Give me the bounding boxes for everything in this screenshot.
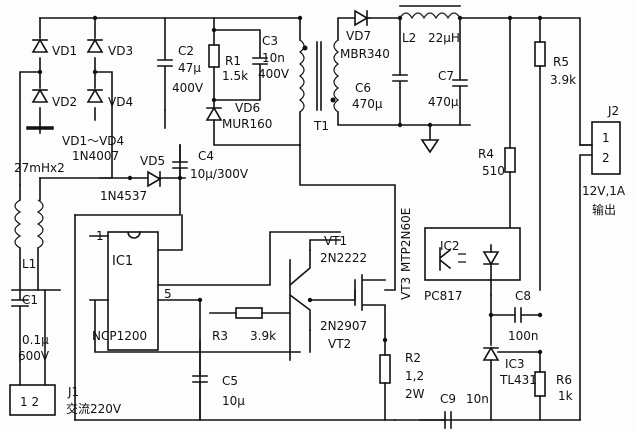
c3-voltage: 400V	[258, 67, 290, 81]
j1-label: J1	[67, 385, 79, 399]
input-filter	[9, 177, 61, 416]
r3-symbol	[235, 307, 263, 319]
c2-label: C2	[178, 44, 194, 58]
c3-value: 10n	[262, 51, 285, 65]
opto-section	[424, 17, 521, 318]
c9-label: C9	[440, 392, 456, 406]
vd4-symbol	[86, 88, 104, 103]
ic3-label: IC3	[505, 357, 525, 371]
r1-label: R1	[225, 54, 241, 68]
vd7-part: MBR340	[340, 47, 390, 61]
j2-label: J2	[607, 104, 619, 118]
vd2-symbol	[31, 88, 49, 103]
vd3-symbol	[86, 38, 104, 53]
labels: VD1 VD2 VD3 VD4 VD1～VD4 1N4007 C2 47μ 40…	[14, 29, 626, 416]
r5-symbol	[534, 41, 546, 67]
r2-label: R2	[405, 351, 421, 365]
vd1-label: VD1	[52, 44, 77, 58]
vd5-part: 1N4537	[100, 189, 147, 203]
r1-value: 1.5k	[222, 69, 248, 83]
ic1-label: IC1	[112, 254, 133, 269]
ic1-box	[107, 231, 159, 351]
j1-box	[9, 384, 56, 416]
c1-value: 0.1μ	[22, 333, 49, 347]
c1-voltage: 600V	[18, 349, 50, 363]
j2-pin1: 1	[602, 131, 610, 145]
r5-label: R5	[553, 55, 569, 69]
j2-pin2: 2	[602, 151, 610, 165]
vd6-part: MUR160	[222, 117, 272, 131]
r6-value: 1k	[558, 389, 573, 403]
j2-rating: 12V,1A	[582, 184, 626, 198]
r5-value: 3.9k	[550, 73, 576, 87]
ic1-pin1: 1	[96, 229, 104, 243]
c4-value: 10μ/300V	[190, 167, 249, 181]
ic2-part: PC817	[424, 289, 463, 303]
r4-label: R4	[478, 147, 494, 161]
ic3-part: TL431	[499, 373, 537, 387]
r2-value: 1,2	[405, 369, 424, 383]
c9-value: 10n	[466, 392, 489, 406]
output-connector-section	[534, 17, 621, 421]
r6-label: R6	[556, 373, 572, 387]
vd-part-label: 1N4007	[72, 149, 119, 163]
l1-value: 27mHx2	[14, 161, 65, 175]
r2-watt: 2W	[405, 387, 425, 401]
c1-label: C1	[22, 293, 38, 307]
driver-transistors	[74, 231, 452, 429]
vd2-label: VD2	[52, 95, 77, 109]
c8-value: 100n	[508, 329, 539, 343]
vd7-symbol	[354, 9, 369, 27]
vd5-symbol	[147, 170, 162, 188]
c6-label: C6	[355, 81, 371, 95]
vt1-part: 2N2222	[320, 251, 367, 265]
vd4-label: VD4	[108, 95, 133, 109]
vt2-label: VT2	[328, 337, 351, 351]
r1-symbol	[208, 44, 220, 68]
vd5-label: VD5	[140, 154, 165, 168]
c4-label: C4	[198, 149, 214, 163]
vt2-part: 2N2907	[320, 319, 367, 333]
t1-label: T1	[313, 119, 329, 133]
c6-value: 470μ	[352, 97, 383, 111]
j1-desc: 交流220V	[66, 401, 122, 416]
vt3-part: MTP2N60E	[399, 208, 413, 272]
j2-desc: 输出	[592, 202, 616, 217]
r4-symbol	[504, 147, 516, 173]
vd3-label: VD3	[108, 44, 133, 58]
j1-pins: 1 2	[20, 395, 39, 409]
vt1-label: VT1	[324, 234, 347, 248]
c3-label: C3	[262, 34, 278, 48]
ic1-pin5: 5	[164, 287, 172, 301]
j2-box	[591, 121, 621, 175]
c5-value: 10μ	[222, 394, 245, 408]
vd7-label: VD7	[346, 29, 371, 43]
c2-value: 47μ	[178, 61, 201, 75]
vt3-label: VT3	[399, 277, 413, 300]
l1-label: L1	[22, 257, 36, 271]
c8-label: C8	[515, 289, 531, 303]
r4-value: 510	[482, 164, 505, 178]
vd1-symbol	[31, 38, 49, 53]
bridge-rectifier	[19, 15, 301, 186]
c2-voltage: 400V	[172, 81, 204, 95]
vd6-label: VD6	[235, 101, 260, 115]
l2-label: L2	[402, 31, 416, 45]
ic2-box	[424, 227, 521, 281]
c5-label: C5	[222, 374, 238, 388]
l2-value: 22μH	[428, 31, 460, 45]
r3-value: 3.9k	[250, 329, 276, 343]
r3-label: R3	[212, 329, 228, 343]
snubber-network	[157, 15, 303, 146]
ic1-part: NCP1200	[92, 329, 147, 343]
ic2-label: IC2	[440, 239, 460, 253]
vd-range-label: VD1～VD4	[62, 134, 124, 148]
controller-section	[74, 144, 301, 421]
c7-value: 470μ	[428, 95, 459, 109]
output-filter	[354, 5, 543, 154]
r2-symbol	[379, 354, 391, 384]
c7-label: C7	[438, 69, 454, 83]
